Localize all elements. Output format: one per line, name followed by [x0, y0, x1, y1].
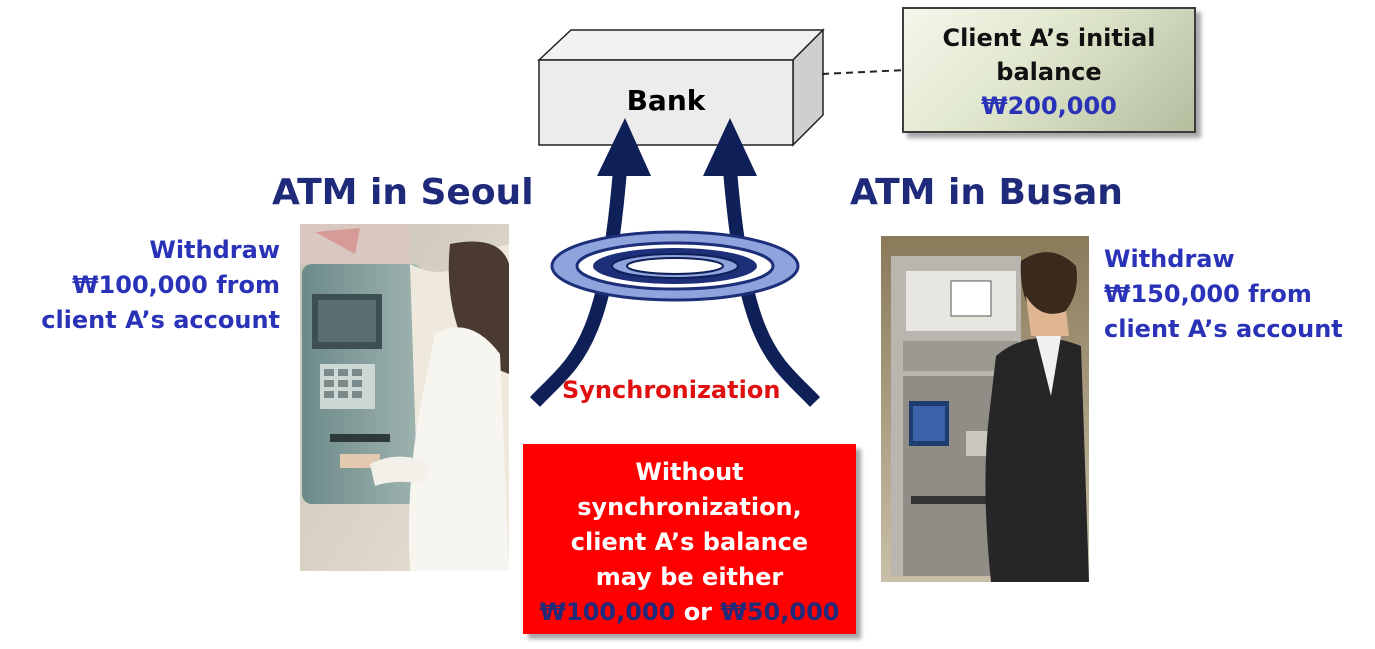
warning-amount-b: ₩50,000 [720, 598, 840, 626]
seoul-desc-line3: client A’s account [41, 306, 280, 334]
sync-arrows [529, 118, 821, 407]
seoul-atm-photo [300, 224, 509, 571]
seoul-desc-line1: Withdraw [149, 236, 280, 264]
initial-balance-box: Client A’s initial balance ₩200,000 [902, 7, 1196, 133]
warning-joiner: or [683, 598, 713, 626]
seoul-description: Withdraw ₩100,000 from client A’s accoun… [20, 233, 280, 338]
busan-description: Withdraw ₩150,000 from client A’s accoun… [1104, 242, 1343, 347]
seoul-desc-line2: ₩100,000 from [72, 271, 280, 299]
balance-amount: ₩200,000 [981, 92, 1117, 120]
warning-line4: may be either [595, 563, 784, 591]
warning-box: Without synchronization, client A’s bala… [523, 444, 856, 634]
warning-amount-a: ₩100,000 [539, 598, 676, 626]
heading-busan: ATM in Busan [850, 172, 1123, 213]
balance-line1: Client A’s initial [942, 24, 1156, 52]
busan-desc-line3: client A’s account [1104, 315, 1343, 343]
warning-line2: synchronization, [577, 493, 802, 521]
heading-seoul: ATM in Seoul [272, 172, 534, 213]
synchronization-label: Synchronization [562, 376, 781, 404]
busan-atm-photo [881, 236, 1089, 582]
warning-line1: Without [635, 458, 744, 486]
busan-desc-line2: ₩150,000 from [1104, 280, 1312, 308]
bank-box [537, 28, 825, 147]
bank-label: Bank [626, 84, 706, 117]
balance-line2: balance [996, 58, 1102, 86]
busan-desc-line1: Withdraw [1104, 245, 1235, 273]
warning-line5: ₩100,000 or ₩50,000 [523, 595, 856, 630]
dashed-connector [821, 69, 907, 75]
warning-line3: client A’s balance [570, 528, 809, 556]
